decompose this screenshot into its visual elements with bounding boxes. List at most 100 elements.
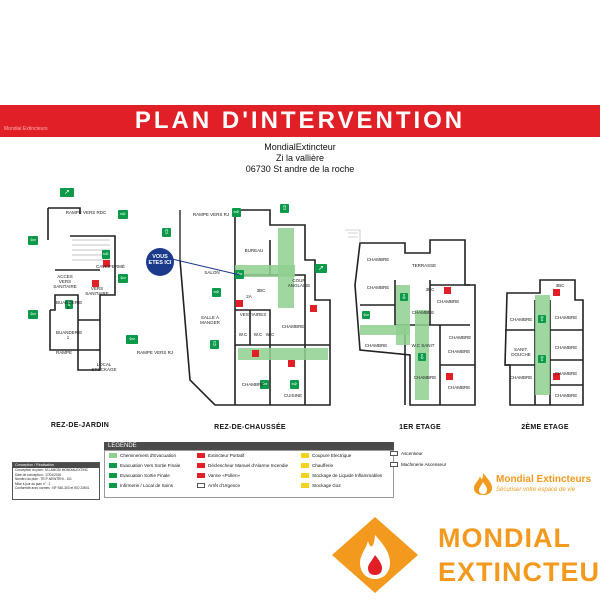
exit-arrow-rdc-7: ⇦ [126,335,138,344]
legend-item: Stockage Gaz [301,483,341,489]
room-label: CHAMBRE [366,257,390,262]
title-banner: Mondial Extincteurs PLAN D'INTERVENTION [0,105,600,137]
room-label: CHAMBRE [554,345,578,350]
room-label: RAMPE VERS RJ [136,350,174,355]
legend-item: Déclencheur Manuel d'Alarme Incendie [197,463,288,469]
room-label: VERS SANITAIRE [85,286,109,296]
rdc-walls [179,209,331,406]
room-label: CHAMBRE [447,385,471,390]
legend-swatch [197,463,205,469]
room-label: CHAMBRE [554,315,578,320]
floor-label-e1: 1ER ETAGE [399,424,441,431]
extinguisher-icon [103,260,110,267]
floor-plan-e2: ⇧ ⇧ CHAMBRE CHAMBRE CHAMBRE SANIT. DOUCH… [495,275,595,431]
brand-logo-large: MONDIAL EXTINCTEUR [330,515,600,595]
room-label: CHAMBRE [241,382,265,387]
legend-swatch [301,473,309,479]
info-line: Numéro du plan : TR-P-NEWTRHI - 101 [15,477,72,481]
flame-icon [474,473,492,495]
exit-arrow-rdj-1: ⇦ [28,236,38,245]
exit-arrow-rdj-2: ⇨ [118,210,128,219]
room-label: CAVE/FERMÉ [96,264,125,269]
legend-swatch [109,483,117,489]
extinguisher-icon [553,289,560,296]
exit-arrow-rdj-6: ⇧ [65,300,73,309]
room-label: CHAMBRE [281,324,305,329]
room-label: BUANDERIE 1 [56,330,83,340]
legend-swatch [197,453,205,459]
brand-logo-small: Mondial Extincteurs Sécuriser votre espa… [472,470,597,500]
legend-swatch [390,462,398,468]
legend-swatch [301,483,309,489]
legend-item: Evacuation Vers Sortie Finale [109,463,180,469]
you-are-here-marker: VOUS ETES ICI [146,248,174,276]
exit-sign-rdj-top: ➚ [60,188,74,197]
room-label: RAMPE VERS RDC [65,210,107,215]
exit-arrow-rdc-10: ⇨ [290,380,299,389]
room-label: CHAMBRE [509,375,533,380]
street-address: Zi la vallière [275,153,324,163]
exit-arrow-e1: ⇦ [362,311,370,319]
legend-item: Cheminement d'Evacuation [109,453,176,459]
plan-info-box: Conception / Réalisation Conception du p… [12,462,100,500]
extinguisher-icon [236,300,243,307]
brand-tagline: Sécuriser votre espace de vie [496,487,576,493]
brand-name-line1: MONDIAL [438,523,571,553]
legend-swatch [109,453,117,459]
legend-header: LEGENDE [104,442,394,450]
exit-arrow-e2: ⇧ [538,315,546,323]
exit-arrow-rdc-8: ⇩ [210,340,219,349]
room-label: SANIT. DOUCHE [511,347,531,357]
legend-swatch [197,483,205,489]
legend-item: Extincteur Portatif [197,453,244,459]
legend-item: Ascenseur [390,451,423,457]
room-label: RAMPE [55,350,72,355]
exit-arrow-rdc-1: ⇧ [280,204,289,213]
evacuation-path [535,295,550,395]
legend-box: Cheminement d'Evacuation Evacuation Vers… [104,450,394,498]
exit-arrow-e1: ⇩ [418,353,426,361]
room-label: CHAMBRE [447,349,471,354]
room-label: CHAMBRE [366,285,390,290]
room-label: CHAMBRE [554,393,578,398]
room-label: W.C [253,332,263,337]
legend-item: Coupure Electrique [301,453,351,459]
info-title: Conception / Réalisation [13,463,99,468]
room-label: 3BC [425,287,435,292]
room-label: W.C SANIT [411,343,435,348]
exit-arrow-rdc-9: ⇦ [260,380,269,389]
info-line: Conception du plan : M.LAMODI MONDIALEXT… [15,468,88,472]
room-label: CHAMBRE [509,317,533,322]
extinguisher-icon [446,373,453,380]
exit-arrow-rdc-2: ⇨ [232,208,241,217]
exit-arrow-rdc-6: ⇨ [212,288,221,297]
legend-item: Infirmerie / Local de Soins [109,483,173,489]
floor-plan-e1: ⇩ ⇦ ⇩ CHAMBRE TERRASSE CHAMBRE CHAMBRE C… [340,225,480,431]
room-label: COUR ANGLAISE [287,278,311,288]
floor-plan-rdj: ➚ ⇦ ⇨ ⇦ ⇨ ⇦ ⇧ RAMPE VERS RDC ACCES VERS … [20,188,140,429]
exit-arrow-e2: ⇧ [538,355,546,363]
exit-arrow-rdj-3: ⇦ [118,274,128,283]
legend-swatch [390,451,398,457]
extinguisher-icon [252,350,259,357]
room-label: TERRASSE [411,263,437,268]
evacuation-path [238,348,328,360]
floor-plan-rdc: ⇧ ⇨ ⇧ ➚ ⇦ ⇨ ⇦ ⇩ ⇦ ⇨ RAMPE VERS RJ RAMPE … [126,200,340,431]
flame-shield-icon [332,517,418,593]
exit-arrow-e1: ⇩ [400,293,408,301]
room-label: ACCES VERS SANITAIRE [53,274,77,289]
room-label: 3BC [256,288,266,293]
legend-swatch [109,463,117,469]
extinguisher-icon [553,373,560,380]
room-label: CHAMBRE [448,335,472,340]
legend-item: Chaufferie [301,463,333,469]
brand-name-line2: EXTINCTEUR [438,557,600,587]
legend-swatch [301,453,309,459]
info-line: Conformité avec normes : NF S60-303 et I… [15,486,90,490]
city-address: 06730 St andre de la roche [245,164,355,174]
extinguisher-icon [444,287,451,294]
floor-label-rdc: REZ-DE-CHAUSSÉE [214,424,286,431]
evacuation-path [235,265,295,277]
exit-arrow-rdc-4: ➚ [315,264,327,273]
legend-swatch [109,473,117,479]
